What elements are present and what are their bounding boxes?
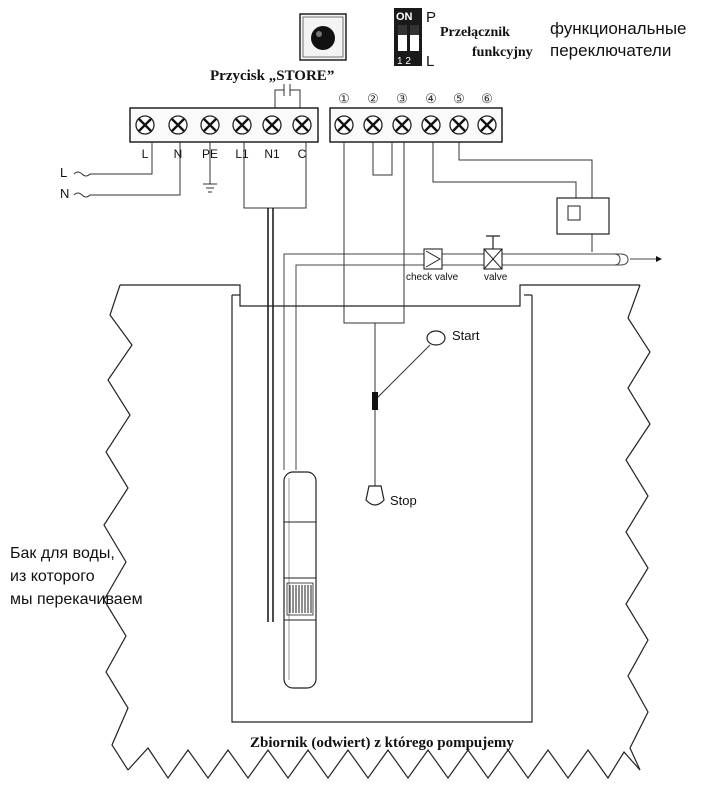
terminal-label-l: L (142, 147, 149, 161)
pump-cable (243, 142, 307, 622)
switch-label-ru-line2: переключатели (550, 41, 671, 60)
terminal-screw-3[interactable] (392, 115, 412, 135)
valve-label: valve (484, 272, 508, 283)
start-float-label: Start (452, 328, 480, 343)
terminal-screw-1[interactable] (334, 115, 354, 135)
tank-label-ru-line1: Бак для воды, (10, 545, 115, 562)
terminal-screw-2[interactable] (363, 115, 383, 135)
left-terminal-block (129, 107, 319, 143)
check-valve (423, 248, 443, 270)
terminal-number-5: ⑤ (453, 91, 465, 106)
tank-label-ru-line2: из которого (10, 568, 95, 585)
flow-arrow (656, 256, 662, 262)
check-valve-label: check valve (406, 272, 459, 283)
dip-switch-label-p: P (426, 9, 436, 26)
pressure-sensor-wiring (432, 142, 593, 252)
submersible-pump (283, 471, 317, 689)
terminal-number-3: ③ (396, 91, 408, 106)
terminal-screw-5[interactable] (449, 115, 469, 135)
terminal-screw-4[interactable] (421, 115, 441, 135)
supply-label-l: L (60, 165, 67, 180)
dip-switch-positions: 1 2 (397, 56, 411, 67)
pressure-sensor (556, 197, 610, 235)
dip-switch-title-line1: Przełącznik (440, 25, 510, 40)
supply-label-n: N (60, 186, 69, 201)
gate-valve[interactable] (483, 235, 503, 270)
tank-inner (231, 294, 533, 723)
discharge-pipe (283, 253, 656, 470)
terminal-screw-l[interactable] (135, 115, 155, 135)
terminal-screw-n[interactable] (168, 115, 188, 135)
terminal-screw-pe[interactable] (200, 115, 220, 135)
terminal-number-6: ⑥ (481, 91, 493, 106)
store-button[interactable] (299, 13, 347, 61)
store-button-label: Przycisk „STORE” (210, 68, 334, 84)
cable-weight (372, 392, 378, 486)
terminal-screw-6[interactable] (477, 115, 497, 135)
start-float (374, 330, 446, 401)
terminal-number-1: ① (338, 91, 350, 106)
tank-caption: Zbiornik (odwiert) z którego pompujemy (250, 735, 514, 751)
ground-symbol (203, 142, 217, 193)
tank-label-ru-line3: мы перекачиваем (10, 591, 143, 608)
terminal-number-2: ② (367, 91, 379, 106)
dip-switch-on-label: ON (396, 11, 413, 23)
terminal-label-c: C (298, 147, 307, 161)
stop-float (365, 485, 385, 506)
stop-float-label: Stop (390, 493, 417, 508)
terminal-screw-c[interactable] (292, 115, 312, 135)
float-switch-wiring (343, 142, 405, 395)
dip-switch-title-line2: funkcyjny (472, 45, 533, 60)
right-terminal-block (329, 107, 503, 143)
well-outline (103, 284, 651, 780)
dip-switch[interactable]: ON 1 2 (394, 8, 422, 67)
terminal-screw-n1[interactable] (262, 115, 282, 135)
supply-wires (73, 142, 181, 198)
terminal-number-4: ④ (425, 91, 437, 106)
store-connector (274, 84, 301, 108)
dip-switch-label-l: L (426, 53, 434, 70)
terminal-label-n1: N1 (264, 147, 280, 161)
terminal-screw-l1[interactable] (232, 115, 252, 135)
terminal-label-n: N (174, 147, 183, 161)
switch-label-ru-line1: функциональные (550, 19, 687, 38)
terminal-label-l1: L1 (235, 147, 249, 161)
